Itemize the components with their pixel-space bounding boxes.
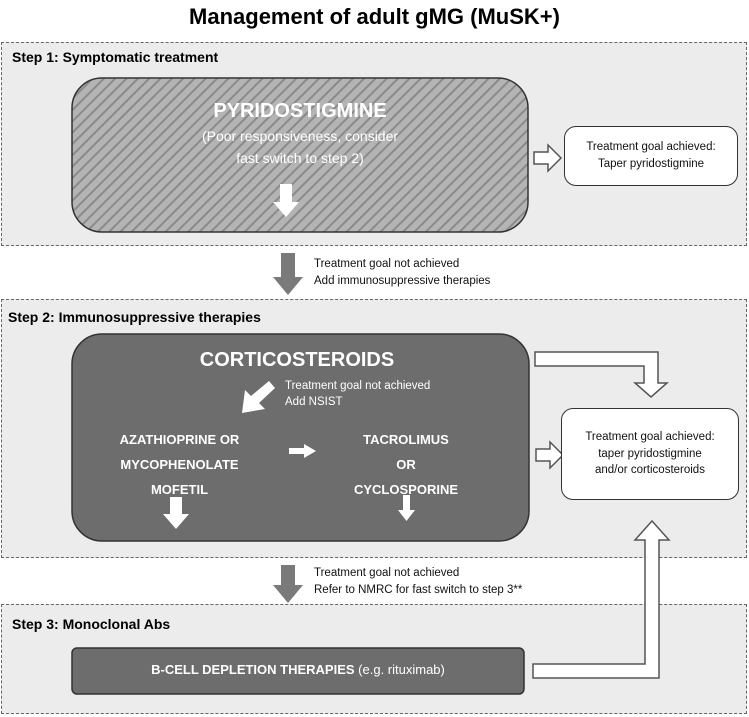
tacrolimus-line3: CYCLOSPORINE [353,482,458,497]
step2-inner-note: Treatment goal not achieved Add NSIST [285,378,430,410]
step1-goal-arrow [533,143,563,173]
azathioprine-group: AZATHIOPRINE OR MYCOPHENOLATE MOFETIL [92,427,267,502]
transition2-line1: Treatment goal not achieved [314,567,460,579]
b-cell-label: B-CELL DEPLETION THERAPIES (e.g. rituxim… [72,662,524,677]
transition1-arrow [273,253,303,295]
step3-label: Step 3: Monoclonal Abs [12,616,171,632]
azathioprine-line1: AZATHIOPRINE OR [119,432,240,447]
b-cell-label-bold: B-CELL DEPLETION THERAPIES [151,662,355,677]
step1-label: Step 1: Symptomatic treatment [12,49,219,65]
tacrolimus-line1: TACROLIMUS [363,432,449,447]
step2-goal-line1: Treatment goal achieved: [585,430,715,443]
pyridostigmine-box [71,77,529,233]
step1-goal-line1: Treatment goal achieved: [586,141,716,154]
tacrolimus-group: TACROLIMUS OR CYCLOSPORINE [331,427,481,502]
step3-goal-elbow-arrow [532,519,671,679]
corticosteroids-label: CORTICOSTEROIDS [199,349,395,371]
azathioprine-line2: MYCOPHENOLATE [120,457,239,472]
pyridostigmine-note-line2: fast switch to step 2) [236,150,364,166]
step2-goal-elbow-arrow [534,351,669,398]
transition2-line2: Refer to NMRC for fast switch to step 3*… [314,584,523,596]
step2-inner-note-line1: Treatment goal not achieved [285,380,431,392]
diagram-title: Management of adult gMG (MuSK+) [189,4,560,29]
corticosteroids-box [71,333,530,542]
b-cell-label-example: (e.g. rituximab) [354,662,445,677]
transition1-line2: Add immunosuppressive therapies [314,275,491,287]
pyridostigmine-label: PYRIDOSTIGMINE [213,100,387,122]
step2-label: Step 2: Immunosuppressive therapies [8,309,261,325]
step2-inner-note-line2: Add NSIST [285,396,343,408]
transition1-line1: Treatment goal not achieved [314,258,460,270]
step1-inner-down-arrow [273,184,299,217]
azathioprine-line3: MOFETIL [150,482,209,497]
transition2-arrow [273,565,303,603]
step2-goal-line3: and/or corticosteroids [595,464,705,477]
step2-left-down-arrow [163,497,189,529]
transition1-note: Treatment goal not achieved Add immunosu… [314,256,490,290]
step1-goal-line2: Taper pyridostigmine [597,158,705,170]
step2-diagonal-arrow [242,381,275,413]
transition2-note: Treatment goal not achieved Refer to NMR… [314,565,522,599]
step2-goal-arrow [535,440,565,470]
tacrolimus-line2: OR [396,457,416,472]
b-cell-box [71,647,525,695]
step2-right-down-arrow [398,495,415,521]
step2-goal-line2: taper pyridostigmine [598,447,702,460]
step2-goal-box: Treatment goal achieved: taper pyridosti… [561,408,739,500]
pyridostigmine-note-line1: (Poor responsiveness, consider [201,128,399,144]
step1-goal-box: Treatment goal achieved: Taper pyridosti… [564,126,738,186]
step2-right-arrow [289,444,316,458]
